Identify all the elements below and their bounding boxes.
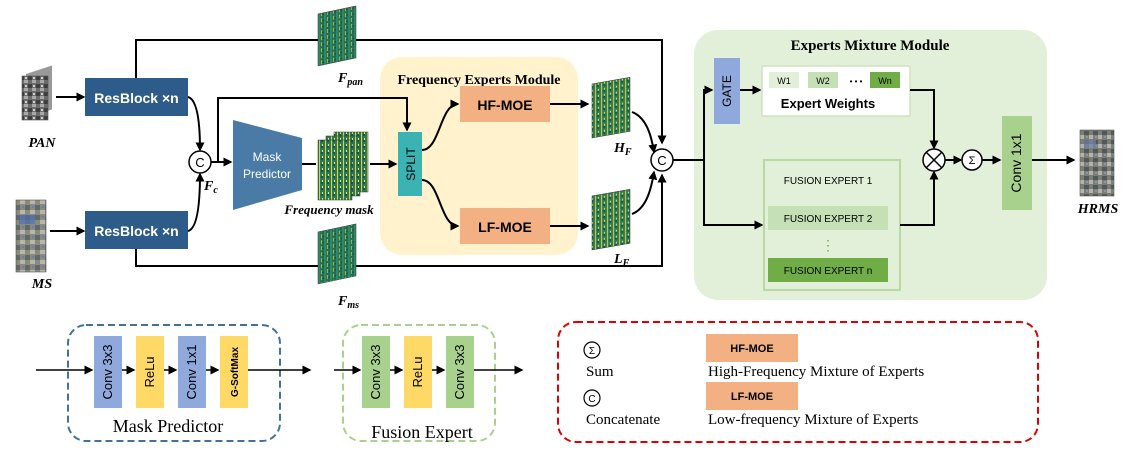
sum-node-symbol: Σ [969,155,976,167]
fusion-expert-1-label: FUSION EXPERT 1 [784,176,873,187]
conv1x1-block [1002,116,1032,210]
legend-lf-tag [706,382,798,410]
gate-label: GATE [720,75,734,107]
lfe-relu [404,336,432,408]
fusion-expert-1 [768,168,888,192]
hrms-image [1079,129,1115,197]
legend-lf-desc: Low-frequency Mixture of Experts [708,412,919,428]
ms-label: MS [31,277,52,292]
fusion-expert-n-label: FUSION EXPERT n [784,266,873,277]
legend-concat-icon [583,389,601,407]
legend-sum-label: Sum [586,364,614,380]
lmp-conv3x3 [94,336,122,408]
resblock-ms [85,211,188,249]
legend-mask-predictor-caption: Mask Predictor [113,416,223,436]
lmp-conv3x3-label: Conv 3x3 [100,345,115,400]
pan-label: PAN [29,136,57,151]
lmp-conv1x1 [178,336,206,408]
lmp-conv1x1-label: Conv 1x1 [184,345,199,400]
weight-w1 [769,72,799,88]
split-block [398,132,422,196]
fusion-expert-2-label: FUSION EXPERT 2 [784,214,873,225]
legend-hf-tag-label: HF-MOE [730,343,773,355]
legend-hf-tag [706,334,798,362]
fms-label: Fms [337,294,359,311]
pan-image [21,65,52,121]
lf-feature-image [591,189,631,251]
weight-wn-label: Wn [878,76,892,86]
legend-hf-desc: High-Frequency Mixture of Experts [708,364,924,380]
frequency-mask-label: Frequency mask [283,202,374,217]
legend-sum-symbol: Σ [589,346,595,357]
hf-feature-image [591,77,631,139]
mask-predictor-block [233,120,302,210]
fusion-expert-n [768,258,888,282]
frequency-experts-module-title: Frequency Experts Module [397,73,560,88]
lfe-relu-label: ReLu [410,356,425,387]
resblock-ms-label: ResBlock ×n [94,223,178,239]
hf-moe-label: HF-MOE [477,97,532,113]
legend-concat-label: Concatenate [586,412,660,428]
lmp-gsoftmax-label: G-SoftMax [230,347,241,397]
lmp-relu-label: ReLu [142,356,157,387]
ms-image [15,199,47,273]
hf-moe-block [460,86,550,122]
fusion-vdots: ⋮ [821,237,835,253]
experts-mixture-module-title: Experts Mixture Module [791,38,950,54]
lmp-gsoftmax [220,336,248,408]
legend-symbols-box [557,321,1039,443]
legend-fusion-expert-box [342,324,496,442]
conv1x1-label: Conv 1x1 [1008,133,1024,192]
legend-lf-tag-label: LF-MOE [731,391,773,403]
mask-predictor-label-2: Predictor [243,167,291,181]
legend-sum-icon [583,341,601,359]
fpan-label: Fpan [337,71,363,88]
weight-w1-label: W1 [777,76,791,86]
split-label: SPLIT [404,147,418,181]
fusion-expert-2 [768,206,888,230]
fms-feature-image [317,223,357,285]
weight-w2-label: W2 [816,76,830,86]
resblock-pan [85,78,188,116]
fc-label: Fc [203,179,218,196]
legend-concat-symbol: C [588,394,595,405]
weight-w2 [808,72,838,88]
frequency-mask-image [317,131,369,201]
concat-node-2-symbol: C [657,153,666,168]
mask-predictor-label-1: Mask [253,150,283,164]
lf-label: LF [613,252,630,269]
gate-block [714,58,740,124]
weight-dots: • • • [850,77,863,86]
lf-moe-label: LF-MOE [478,219,532,235]
fpan-feature-image [317,5,357,67]
lfe-conv3x3-a [362,336,390,408]
legend-mask-predictor-box [67,324,281,442]
expert-weights-label: Expert Weights [781,96,875,111]
weight-wn [870,72,900,88]
lfe-conv3x3-b [446,336,474,408]
lfe-conv3x3-a-label: Conv 3x3 [368,345,383,400]
hrms-label: HRMS [1077,202,1119,217]
hf-label: HF [613,141,632,158]
lmp-relu [136,336,164,408]
resblock-pan-label: ResBlock ×n [94,90,178,106]
legend-fusion-expert-caption: Fusion Expert [371,422,473,442]
concat-node-1-symbol: C [195,155,204,170]
lf-moe-block [460,208,550,244]
lfe-conv3x3-b-label: Conv 3x3 [452,345,467,400]
